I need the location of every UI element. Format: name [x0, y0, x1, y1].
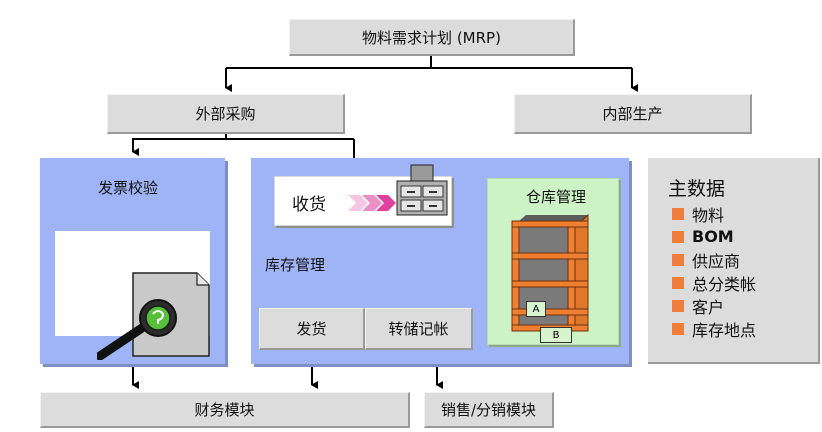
master-data-title: 主数据 — [668, 178, 726, 200]
bin-b-icon: B — [540, 327, 572, 343]
master-data-item: 客户 — [672, 294, 756, 317]
goods-issue-box[interactable]: 发货 — [259, 308, 365, 350]
master-data-item-label: 库存地点 — [692, 320, 757, 340]
master-data-item-label: BOM — [692, 227, 734, 246]
bullet-square-icon — [672, 322, 684, 335]
master-data-item-label: 客户 — [692, 297, 725, 317]
warehouse-label: 仓库管理 — [526, 188, 587, 206]
chevron-arrows-icon — [348, 195, 396, 211]
bin-a-label: A — [532, 303, 540, 315]
invoice-title: 发票校验 — [98, 179, 159, 197]
inventory-management-panel[interactable]: 收货 库存管理 发货 转储记帐 仓库管理 — [251, 158, 629, 364]
bullet-square-icon — [672, 207, 684, 220]
goods-issue-label: 发货 — [296, 320, 327, 338]
master-data-item-label: 总分类帐 — [692, 274, 757, 294]
master-data-item-label: 物料 — [692, 205, 725, 225]
bin-b-label: B — [552, 329, 560, 341]
transfer-posting-box[interactable]: 转储记帐 — [365, 308, 473, 350]
external-procurement-label: 外部采购 — [195, 105, 256, 123]
internal-production-label: 内部生产 — [602, 105, 663, 123]
file-cabinet-icon — [396, 164, 448, 216]
finance-module-label: 财务模块 — [194, 401, 255, 419]
sales-distribution-label: 销售/分销模块 — [440, 401, 537, 419]
inventory-label: 库存管理 — [265, 256, 326, 274]
master-data-item: 总分类帐 — [672, 271, 756, 294]
mrp-label: 物料需求计划 (MRP) — [362, 28, 501, 47]
sales-distribution-box[interactable]: 销售/分销模块 — [424, 392, 554, 428]
internal-production-box[interactable]: 内部生产 — [514, 94, 752, 134]
goods-receipt-box[interactable]: 收货 — [274, 164, 452, 226]
warehouse-management-panel[interactable]: 仓库管理 A B — [487, 178, 619, 345]
bullet-square-icon — [672, 253, 684, 266]
finance-module-box[interactable]: 财务模块 — [40, 392, 410, 428]
bullet-square-icon — [672, 276, 684, 289]
bullet-square-icon — [672, 299, 684, 312]
shelf-icon — [511, 213, 589, 332]
master-data-item: 物料 — [672, 202, 756, 225]
transfer-posting-label: 转储记帐 — [388, 320, 449, 338]
mrp-box[interactable]: 物料需求计划 (MRP) — [289, 19, 575, 56]
invoice-verification-panel[interactable]: 发票校验 — [40, 158, 225, 364]
master-data-item: 供应商 — [672, 248, 756, 271]
master-data-panel[interactable]: 主数据 物料 BOM 供应商 总分类帐 客户 库存地点 — [648, 158, 820, 364]
master-data-list: 物料 BOM 供应商 总分类帐 客户 库存地点 — [672, 202, 756, 340]
bullet-square-icon — [672, 230, 684, 243]
master-data-item: 库存地点 — [672, 317, 756, 340]
magnifier-document-icon — [97, 272, 210, 360]
master-data-item-label: 供应商 — [692, 251, 741, 271]
master-data-item: BOM — [672, 225, 756, 248]
arrow-to-invoice — [132, 133, 227, 156]
bin-a-icon: A — [526, 301, 546, 317]
goods-receipt-label: 收货 — [292, 195, 326, 215]
external-procurement-box[interactable]: 外部采购 — [107, 94, 345, 134]
